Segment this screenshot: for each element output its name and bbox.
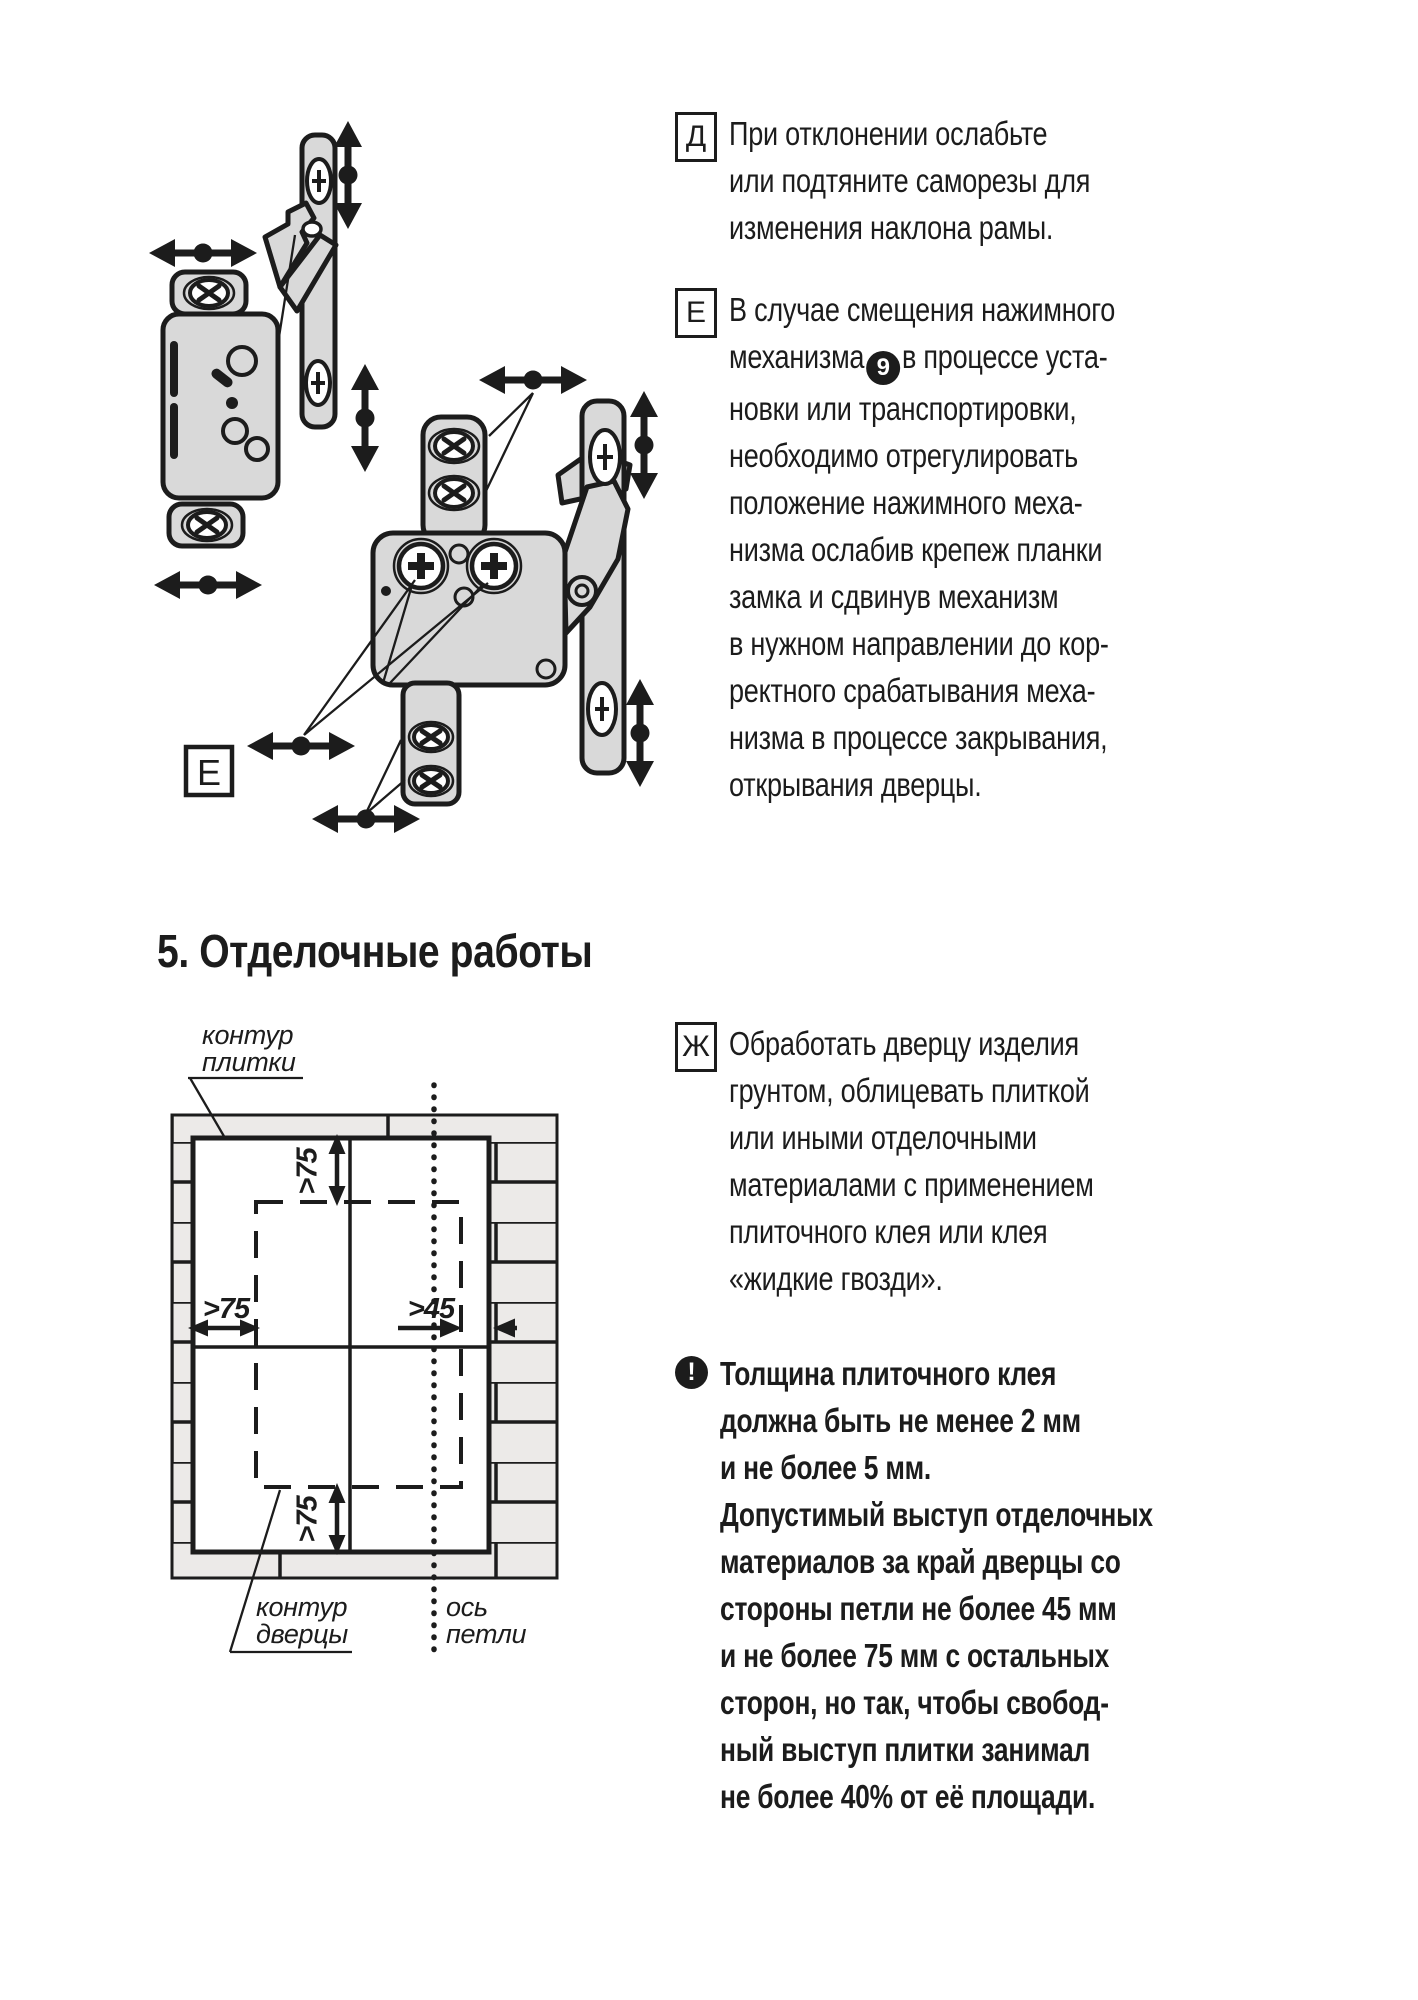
adjust-arrow-vertical xyxy=(630,391,658,499)
screw-icon xyxy=(182,275,236,311)
adjust-arrow-horizontal xyxy=(149,239,257,267)
adjust-arrow-horizontal xyxy=(312,805,420,833)
door-contour-leader xyxy=(228,1489,352,1654)
right-hinge-assembly xyxy=(247,366,658,833)
adjust-arrow-horizontal xyxy=(479,366,587,394)
tile-layout-figure xyxy=(170,1076,559,1658)
adjust-arrow-vertical xyxy=(334,121,362,229)
adjust-arrow-horizontal xyxy=(154,571,262,599)
part-9-badge: 9 xyxy=(866,350,901,385)
figure-label-e-text: Е xyxy=(197,752,221,793)
screw-icon xyxy=(180,507,234,543)
hinge-adjustment-figure: Е xyxy=(90,85,710,885)
instruction-text-zh: Обработать дверцу изделия грунтом, облиц… xyxy=(729,1025,1094,1297)
screw-icon xyxy=(427,474,481,512)
screw-icon xyxy=(304,359,332,407)
dim-bottom-label: >75 xyxy=(291,1496,324,1543)
screw-icon xyxy=(465,537,523,595)
door-contour-label: контур дверцы xyxy=(256,1592,348,1649)
step-letter-zh: Ж xyxy=(675,1022,717,1072)
instruction-block-zh: Ж Обработать дверцу изделия грунтом, обл… xyxy=(675,1020,1174,1302)
instruction-text-d: При отклонении ослабьте или подтяните са… xyxy=(729,115,1091,246)
step-letter-d: Д xyxy=(675,112,717,162)
hinge-arm xyxy=(277,232,339,314)
screw-icon xyxy=(427,427,481,465)
warning-text: Толщина плиточного клея должна быть не м… xyxy=(720,1355,1153,1815)
screw-icon xyxy=(305,157,333,205)
tile-joints xyxy=(193,1138,489,1552)
figure-label-e: Е xyxy=(183,744,235,798)
adjust-arrow-horizontal xyxy=(247,732,355,760)
screw-icon xyxy=(586,681,618,737)
tile-contour-leader xyxy=(188,1076,303,1139)
step-letter-e: Е xyxy=(675,288,717,338)
e-line1: В случае смещения нажимного xyxy=(729,291,1116,328)
e-line2-post: в процессе уста- xyxy=(901,338,1108,375)
left-hinge-assembly xyxy=(149,121,379,599)
tile-contour-label: контур плитки xyxy=(202,1020,296,1077)
door-contour xyxy=(254,1200,463,1489)
dim-left-label: >75 xyxy=(202,1293,250,1325)
e-rest: новки или транспортировки, необходимо от… xyxy=(729,389,1109,803)
dim-hinge-side-label: >45 xyxy=(407,1293,455,1325)
warning-icon: ! xyxy=(675,1356,708,1389)
instruction-block-d: Д При отклонении ослабьте или подтяните … xyxy=(675,110,1169,251)
dim-top-label: >75 xyxy=(291,1148,324,1195)
section-heading: 5. Отделочные работы xyxy=(157,925,593,977)
dim-arrow-hinge-side xyxy=(398,1318,517,1338)
screw-icon xyxy=(407,720,455,754)
adjust-arrow-vertical xyxy=(351,364,379,472)
screw-icon xyxy=(407,764,455,798)
screw-icon xyxy=(392,537,450,595)
screw-icon xyxy=(588,428,622,486)
warning-block: ! Толщина плиточного клея должна быть не… xyxy=(675,1350,1261,1820)
e-line2-pre: механизма xyxy=(729,338,865,375)
screw-icon xyxy=(301,220,323,238)
lock-body xyxy=(160,311,281,501)
adjust-arrow-vertical xyxy=(626,679,654,787)
tile-contour xyxy=(190,1135,492,1555)
hinge-axis-label: ось петли xyxy=(446,1592,527,1649)
